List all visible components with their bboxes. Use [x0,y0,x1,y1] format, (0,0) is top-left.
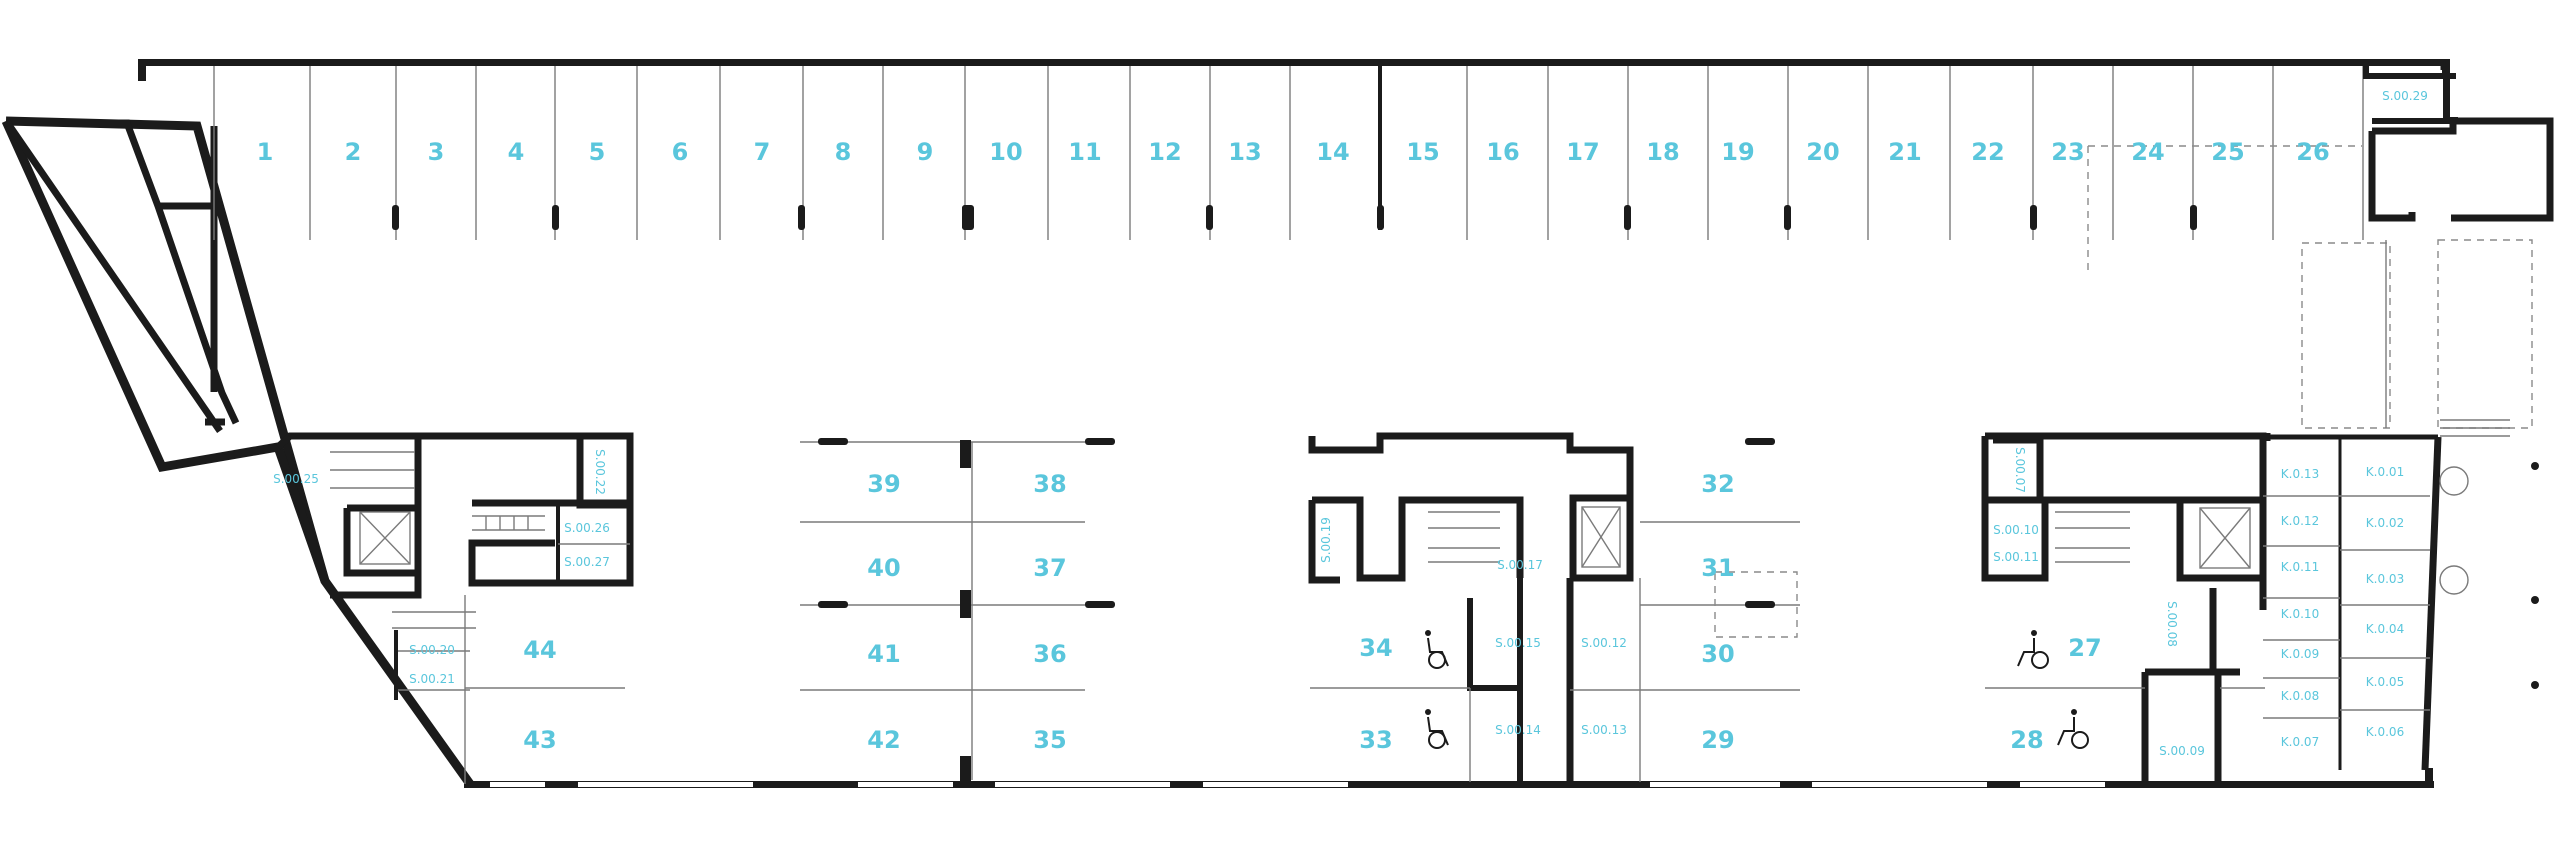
room-s0007: S.00.07 [2013,447,2027,493]
parking-space-29: 29 [1701,726,1734,754]
parking-space-20: 20 [1806,138,1839,166]
storage-k008: K.0.08 [2281,689,2319,703]
parking-space-8: 8 [835,138,852,166]
room-s0029 [2363,66,2443,124]
parking-space-34: 34 [1359,634,1392,662]
room-s0012: S.00.12 [1581,636,1627,650]
storage-k012: K.0.12 [2281,514,2319,528]
parking-space-36: 36 [1033,640,1066,668]
storage-k009: K.0.09 [2281,647,2319,661]
top-row-columns [392,205,2197,230]
room-labels: S.00.29 S.00.25 S.00.22 S.00.26 S.00.27 … [273,89,2428,758]
parking-space-37: 37 [1033,554,1066,582]
column-icon [2439,466,2469,496]
parking-space-19: 19 [1721,138,1754,166]
parking-space-9: 9 [917,138,934,166]
storage-k006: K.0.06 [2366,725,2404,739]
parking-space-2: 2 [345,138,362,166]
top-row-dividers [213,66,2364,270]
parking-space-14: 14 [1316,138,1349,166]
wheelchair-icon [2057,709,2089,749]
parking-space-44: 44 [523,636,556,664]
room-s0017: S.00.17 [1497,558,1543,572]
parking-space-labels: 1 2 3 4 5 6 7 8 9 10 11 12 13 14 15 16 1… [257,138,2330,754]
outer-walls [1,59,2554,788]
center-left-bays [800,438,1115,784]
room-s0011: S.00.11 [1993,550,2039,564]
parking-space-28: 28 [2010,726,2043,754]
right-core [1981,432,2430,782]
room-s0019: S.00.19 [1319,517,1333,563]
room-s0025: S.00.25 [273,472,319,486]
parking-space-33: 33 [1359,726,1392,754]
parking-space-40: 40 [867,554,900,582]
middle-core [1308,432,1800,782]
room-s0010: S.00.10 [1993,523,2039,537]
parking-space-3: 3 [428,138,445,166]
parking-space-21: 21 [1888,138,1921,166]
parking-space-17: 17 [1566,138,1599,166]
parking-space-5: 5 [589,138,606,166]
parking-space-24: 24 [2131,138,2164,166]
parking-space-12: 12 [1148,138,1181,166]
parking-space-39: 39 [867,470,900,498]
room-s0014: S.00.14 [1495,723,1541,737]
parking-space-4: 4 [508,138,525,166]
parking-space-27: 27 [2068,634,2101,662]
parking-space-10: 10 [989,138,1022,166]
ramp-area [2301,239,2539,689]
storage-k003: K.0.03 [2366,572,2404,586]
bottom-windows [490,782,2105,787]
wheelchair-icon [1425,709,1449,749]
room-s0022: S.00.22 [593,449,607,495]
wheelchair-icon [1425,630,1449,669]
parking-space-6: 6 [672,138,689,166]
parking-space-18: 18 [1646,138,1679,166]
parking-space-16: 16 [1486,138,1519,166]
storage-k007: K.0.07 [2281,735,2319,749]
parking-space-22: 22 [1971,138,2004,166]
room-s0008: S.00.08 [2165,601,2179,647]
room-s0009: S.00.09 [2159,744,2205,758]
wheelchair-icon [2017,630,2049,669]
room-s0027: S.00.27 [564,555,610,569]
room-s0029: S.00.29 [2382,89,2428,103]
stairs-icon [472,515,545,531]
storage-k002: K.0.02 [2366,516,2404,530]
parking-space-13: 13 [1228,138,1261,166]
parking-space-25: 25 [2211,138,2244,166]
room-s0026: S.00.26 [564,521,610,535]
room-s0013: S.00.13 [1581,723,1627,737]
storage-k013: K.0.13 [2281,467,2319,481]
parking-space-7: 7 [754,138,771,166]
parking-space-11: 11 [1068,138,1101,166]
storage-k001: K.0.01 [2366,465,2404,479]
storage-k005: K.0.05 [2366,675,2404,689]
parking-space-42: 42 [867,726,900,754]
room-s0015: S.00.15 [1495,636,1541,650]
parking-space-23: 23 [2051,138,2084,166]
parking-space-38: 38 [1033,470,1066,498]
parking-space-43: 43 [523,726,556,754]
storage-k011: K.0.11 [2281,560,2319,574]
room-s0021: S.00.21 [409,672,455,686]
storage-k010: K.0.10 [2281,607,2319,621]
parking-space-32: 32 [1701,470,1734,498]
parking-space-31: 31 [1701,554,1734,582]
parking-space-35: 35 [1033,726,1066,754]
parking-space-26: 26 [2296,138,2329,166]
parking-space-41: 41 [867,640,900,668]
parking-space-30: 30 [1701,640,1734,668]
left-core [275,432,634,784]
storage-k004: K.0.04 [2366,622,2404,636]
parking-space-15: 15 [1406,138,1439,166]
parking-space-1: 1 [257,138,274,166]
room-s0020: S.00.20 [409,643,455,657]
